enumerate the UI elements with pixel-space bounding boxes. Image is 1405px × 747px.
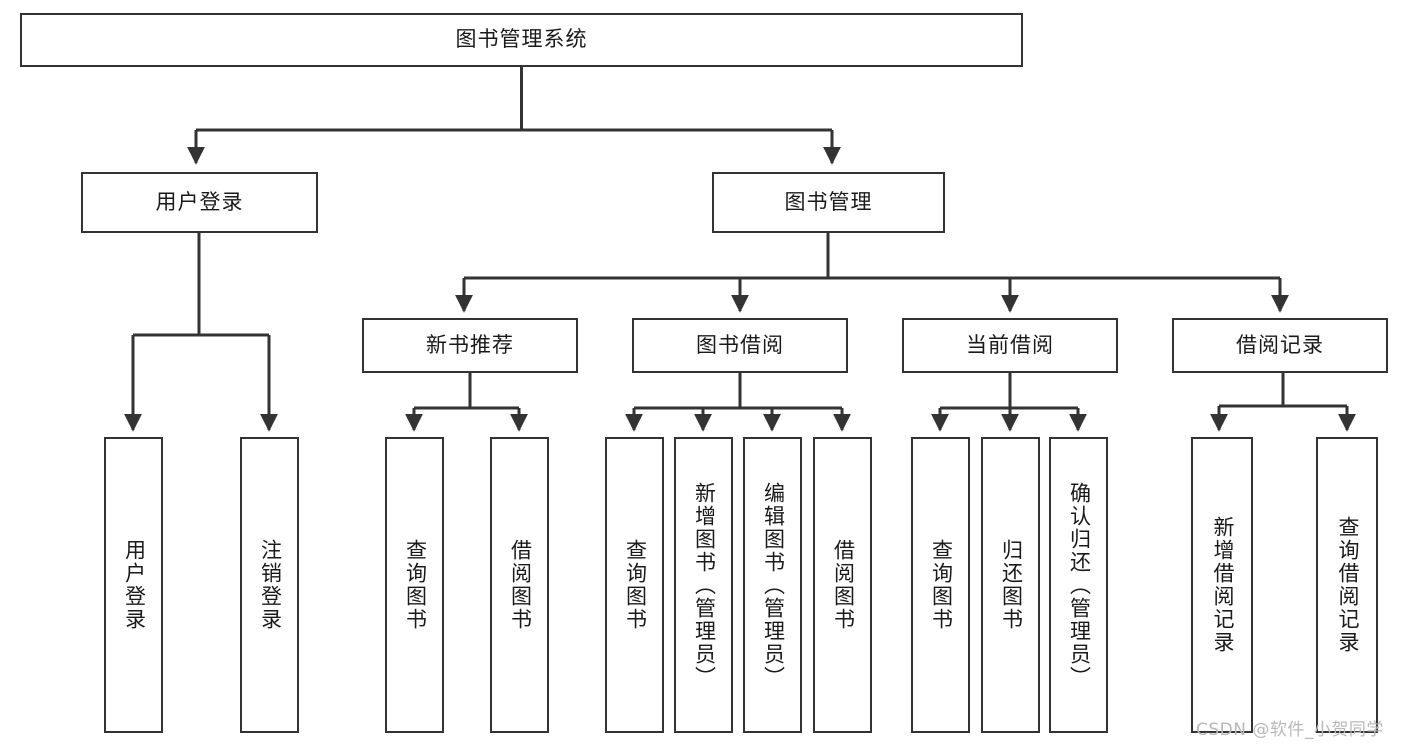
node-leaf-query-book-recommend[interactable]: 查询图书 — [385, 437, 444, 733]
node-new-book-recommend[interactable]: 新书推荐 — [362, 318, 578, 373]
node-root[interactable]: 图书管理系统 — [20, 13, 1023, 67]
node-new-book-recommend-label: 新书推荐 — [426, 332, 514, 357]
node-leaf-borrow-book-recommend-label: 借阅图书 — [508, 539, 533, 631]
node-leaf-query-book-current-label: 查询图书 — [929, 539, 954, 631]
node-leaf-return-book[interactable]: 归还图书 — [981, 437, 1040, 733]
node-leaf-edit-book-admin[interactable]: 编辑图书（管理员） — [743, 437, 802, 733]
node-borrow-record-label: 借阅记录 — [1236, 332, 1324, 357]
node-root-label: 图书管理系统 — [455, 27, 588, 52]
node-leaf-return-book-label: 归还图书 — [999, 539, 1024, 631]
node-book-management-label: 图书管理 — [784, 189, 873, 214]
node-leaf-query-book-current[interactable]: 查询图书 — [911, 437, 970, 733]
node-leaf-add-book-admin[interactable]: 新增图书（管理员） — [674, 437, 733, 733]
node-leaf-query-borrow-record[interactable]: 查询借阅记录 — [1316, 437, 1378, 733]
node-leaf-logout-label: 注销登录 — [258, 539, 283, 631]
node-leaf-query-book-borrow[interactable]: 查询图书 — [605, 437, 664, 733]
node-book-management[interactable]: 图书管理 — [712, 172, 945, 233]
node-current-borrow-label: 当前借阅 — [966, 332, 1054, 357]
node-leaf-query-borrow-record-label: 查询借阅记录 — [1335, 516, 1360, 654]
node-leaf-add-borrow-record-label: 新增借阅记录 — [1210, 516, 1235, 654]
node-current-borrow[interactable]: 当前借阅 — [902, 318, 1118, 373]
node-user-login-label: 用户登录 — [155, 189, 244, 214]
node-leaf-borrow-book[interactable]: 借阅图书 — [813, 437, 872, 733]
node-leaf-user-login[interactable]: 用户登录 — [104, 437, 163, 733]
node-borrow-record[interactable]: 借阅记录 — [1172, 318, 1388, 373]
node-book-borrow[interactable]: 图书借阅 — [632, 318, 848, 373]
node-leaf-add-book-admin-label: 新增图书（管理员） — [692, 481, 717, 689]
csdn-watermark: CSDN @软件_小贺同学 — [1196, 720, 1384, 740]
node-leaf-borrow-book-label: 借阅图书 — [831, 539, 856, 631]
node-leaf-edit-book-admin-label: 编辑图书（管理员） — [761, 481, 786, 689]
node-leaf-logout[interactable]: 注销登录 — [240, 437, 299, 733]
node-leaf-user-login-label: 用户登录 — [122, 539, 147, 631]
node-leaf-borrow-book-recommend[interactable]: 借阅图书 — [490, 437, 549, 733]
node-leaf-query-book-recommend-label: 查询图书 — [403, 539, 428, 631]
node-leaf-confirm-return-admin-label: 确认归还（管理员） — [1067, 481, 1092, 689]
node-user-login[interactable]: 用户登录 — [81, 172, 318, 233]
node-leaf-confirm-return-admin[interactable]: 确认归还（管理员） — [1049, 437, 1108, 733]
node-leaf-query-book-borrow-label: 查询图书 — [623, 539, 648, 631]
node-book-borrow-label: 图书借阅 — [696, 332, 784, 357]
node-leaf-add-borrow-record[interactable]: 新增借阅记录 — [1191, 437, 1253, 733]
